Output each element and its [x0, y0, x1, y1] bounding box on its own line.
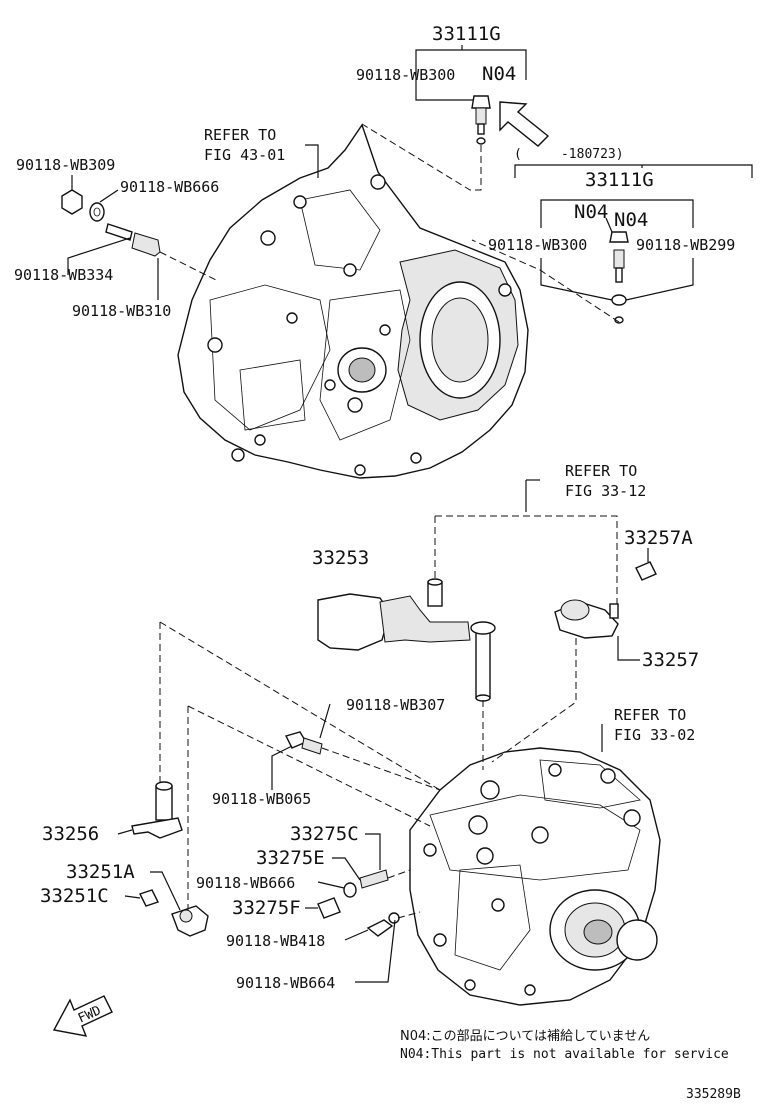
label-refer-3302-a: REFER TO [614, 706, 686, 724]
label-wb307: 90118-WB307 [346, 696, 445, 714]
label-wb334: 90118-WB334 [14, 266, 113, 284]
label-33251c: 33251C [40, 885, 109, 907]
label-33275c: 33275C [290, 823, 359, 845]
diagram-id: 335289B [686, 1087, 741, 1102]
label-wb666-bottom: 90118-WB666 [196, 874, 295, 892]
label-wb309: 90118-WB309 [16, 156, 115, 174]
fwd-arrow-icon: FWD [52, 995, 113, 1037]
transmission-case-upper [177, 123, 529, 479]
arrow-icon [499, 101, 550, 147]
label-wb310: 90118-WB310 [72, 302, 171, 320]
bracket-33257 [554, 561, 657, 639]
label-33253: 33253 [312, 547, 369, 569]
shift-lever-33253 [317, 578, 496, 702]
label-33111g-top: 33111G [432, 23, 501, 45]
shaft-33256 [131, 781, 183, 839]
label-33256: 33256 [42, 823, 99, 845]
bolt-wb065 [284, 731, 323, 755]
part-labels: 33111G 90118-WB300 N04 REFER TO FIG 43-0… [14, 23, 735, 992]
sensor-33111g-right [609, 231, 629, 324]
label-refer-3312-a: REFER TO [565, 462, 637, 480]
label-n04-top: N04 [482, 63, 516, 85]
label-refer-43-b: FIG 43-01 [204, 146, 285, 164]
label-wb299: 90118-WB299 [636, 236, 735, 254]
label-33275f: 33275F [232, 897, 301, 919]
label-n04-right-b: N04 [614, 209, 648, 231]
label-wb418: 90118-WB418 [226, 932, 325, 950]
label-wb664: 90118-WB664 [236, 974, 335, 992]
label-refer-3302-b: FIG 33-02 [614, 726, 695, 744]
label-n04-right-a: N04 [574, 201, 608, 223]
label-wb300-right: 90118-WB300 [488, 236, 587, 254]
label-wb666-top: 90118-WB666 [120, 178, 219, 196]
label-wb065: 90118-WB065 [212, 790, 311, 808]
nut-washer-bolt-left [61, 189, 161, 257]
lever-33251a [139, 889, 209, 937]
label-33251a: 33251A [66, 861, 135, 883]
label-refer-43-a: REFER TO [204, 126, 276, 144]
transmission-case-lower [409, 747, 661, 1006]
label-33111g-right: 33111G [585, 169, 654, 191]
label-refer-3312-b: FIG 33-12 [565, 482, 646, 500]
label-33257: 33257 [642, 649, 699, 671]
label-33275e: 33275E [256, 847, 325, 869]
label-33257a: 33257A [624, 527, 693, 549]
label-wb300-top: 90118-WB300 [356, 66, 455, 84]
detent-parts-33275 [317, 869, 400, 937]
note-japanese: N04:この部品については補給していません [400, 1029, 650, 1044]
label-date-range: ( -180723) [514, 147, 624, 162]
notes: N04:この部品については補給していません N04:This part is n… [400, 1029, 729, 1062]
leader-lines [67, 45, 753, 983]
sensor-33111g-top [471, 95, 491, 145]
note-english: N04:This part is not available for servi… [400, 1047, 729, 1062]
